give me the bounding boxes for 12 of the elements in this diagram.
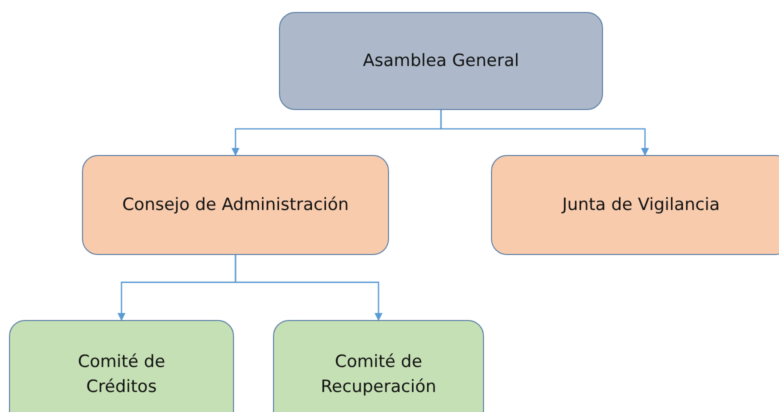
box-label: Asamblea General (362, 50, 520, 73)
org-box (82, 155, 389, 255)
box-label: Junta de Vigilancia (562, 194, 720, 217)
connector-arrow (440, 110, 649, 156)
box-label: Consejo de Administración (122, 194, 349, 217)
org-box (279, 12, 603, 110)
box-label: Comité de Créditos (76, 351, 166, 399)
connector-arrow (234, 255, 382, 321)
box-label: Comité de Recuperación (320, 351, 438, 399)
org-box (9, 320, 234, 412)
org-box (273, 320, 484, 412)
org-box (491, 155, 779, 255)
